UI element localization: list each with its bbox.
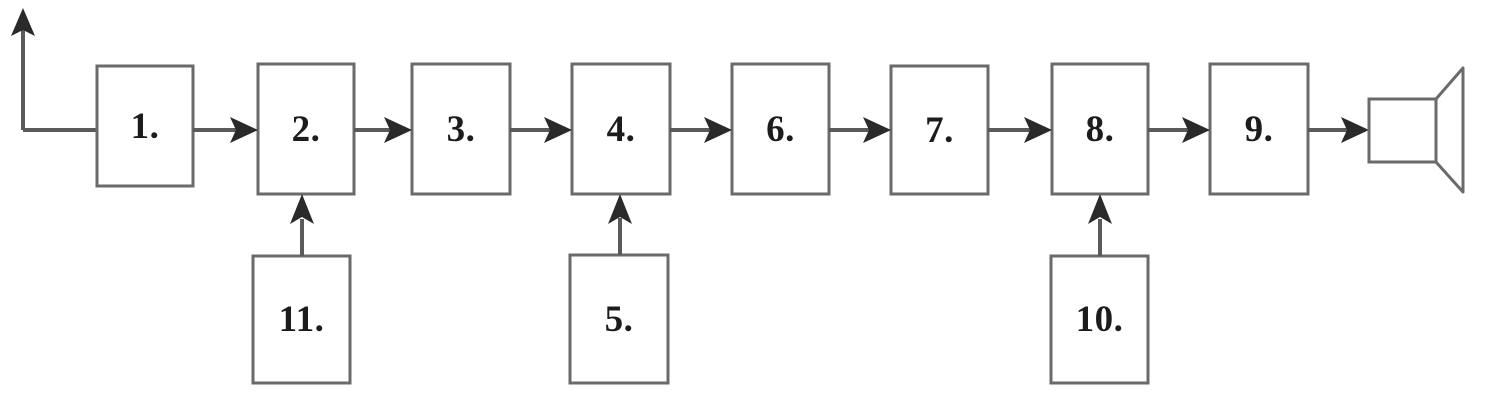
connector-10-to-8 [1088,194,1112,256]
block-box-4[interactable] [570,62,672,196]
connector-3-to-4 [510,117,572,143]
block-box-6[interactable] [730,62,831,196]
connector-1-to-2 [193,117,258,143]
block-box-7[interactable] [889,64,990,196]
connector-4-to-6 [670,117,732,143]
block-box-10[interactable] [1049,254,1150,385]
block-box-1[interactable] [95,64,195,188]
block-box-11[interactable] [251,254,352,385]
connector-8-to-9 [1148,117,1210,143]
connector-7-to-8 [988,117,1052,143]
connector-2-to-3 [354,117,412,143]
block-box-5[interactable] [568,253,670,385]
connector-9-to-speaker [1308,117,1369,143]
loudspeaker-icon [1367,66,1465,194]
block-box-3[interactable] [410,62,512,196]
block-box-2[interactable] [256,62,356,196]
block-box-9[interactable] [1208,62,1310,196]
antenna-arrow-icon [11,8,97,132]
connector-6-to-7 [829,117,891,143]
block-box-8[interactable] [1050,62,1150,196]
connector-5-to-4 [608,194,632,255]
connector-11-to-2 [290,194,314,256]
